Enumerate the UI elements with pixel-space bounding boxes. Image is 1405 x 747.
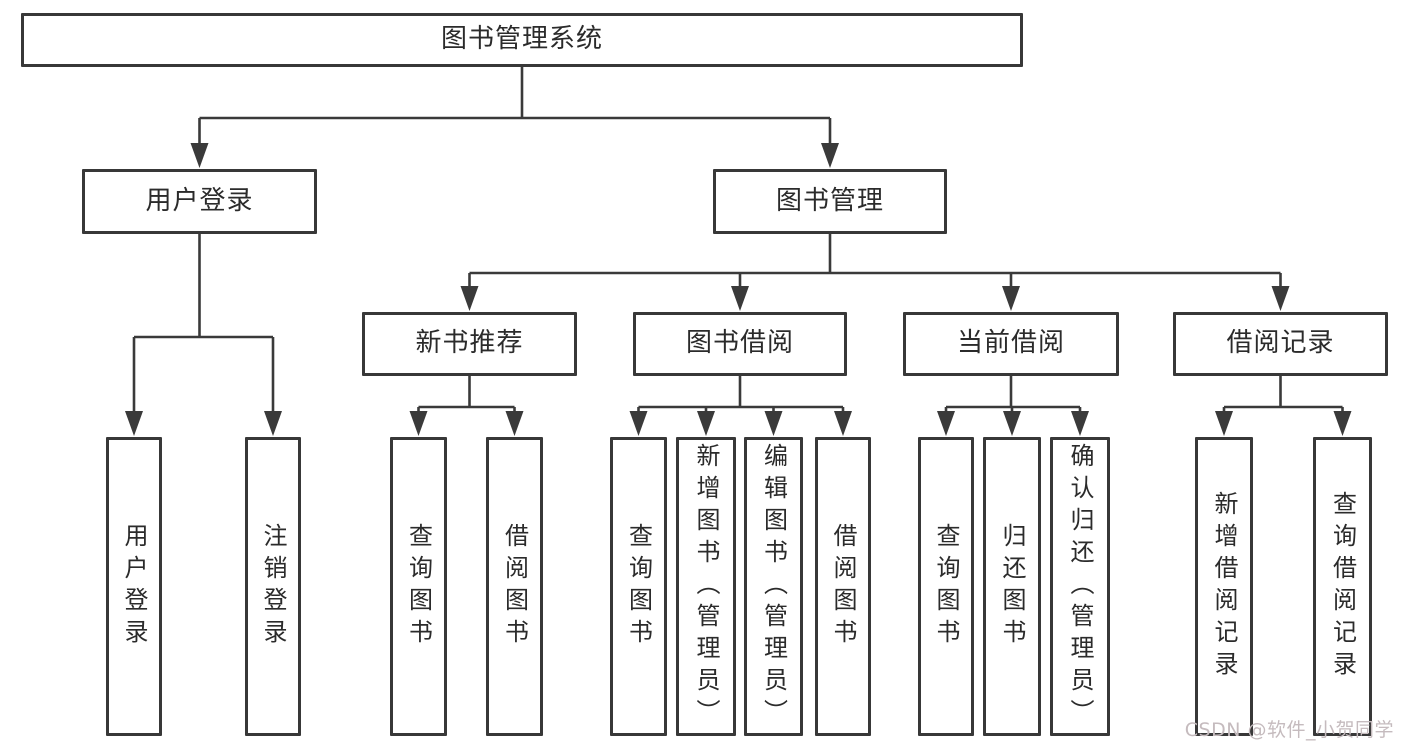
arrow-down-icon [264,337,282,436]
node-label-leaf-bb-query-books: 查询图书 [624,522,653,651]
node-label-leaf-nbr-query-books: 查询图书 [404,522,433,651]
node-leaf-br-add-record: 新增借阅记录 [1195,437,1253,736]
node-leaf-cb-confirm-return: 确认归还（管理员） [1050,437,1110,736]
arrow-down-icon [731,273,749,311]
node-label-borrowing-records: 借阅记录 [1226,328,1335,359]
node-root: 图书管理系统 [21,13,1023,67]
watermark-text: CSDN @软件_小贺同学 [1184,719,1394,741]
node-leaf-nbr-query-books: 查询图书 [390,437,447,736]
node-label-book-management-module: 图书管理 [775,185,884,216]
node-label-book-borrowing: 图书借阅 [685,328,794,359]
arrow-down-icon [190,118,209,168]
arrow-down-icon [1271,273,1290,311]
arrow-down-icon [409,407,428,436]
arrow-down-icon [1003,407,1021,436]
node-book-borrowing: 图书借阅 [633,312,847,376]
node-borrowing-records: 借阅记录 [1173,312,1388,376]
arrow-down-icon [629,407,648,436]
arrow-down-icon [1002,273,1020,311]
node-leaf-br-query-record: 查询借阅记录 [1313,437,1372,736]
node-label-user-login-module: 用户登录 [145,185,254,216]
node-current-borrowing: 当前借阅 [903,312,1119,376]
node-label-leaf-user-login: 用户登录 [120,522,148,651]
node-label-leaf-cb-confirm-return: 确认归还（管理员） [1066,442,1094,731]
node-label-leaf-bb-add-books: 新增图书（管理员） [692,442,720,731]
node-book-management-module: 图书管理 [713,169,947,234]
arrow-down-icon [937,407,955,436]
node-leaf-bb-query-books: 查询图书 [610,437,667,736]
node-label-current-borrowing: 当前借阅 [956,328,1065,359]
arrow-down-icon [697,407,715,436]
arrow-down-icon [505,407,524,436]
node-leaf-cb-query-books: 查询图书 [918,437,974,736]
arrow-down-icon [834,407,852,436]
node-label-leaf-br-query-record: 查询借阅记录 [1328,490,1357,683]
node-label-leaf-bb-borrow-books: 借阅图书 [829,522,857,651]
arrow-down-icon [821,118,839,168]
arrow-down-icon [764,407,783,436]
node-leaf-bb-borrow-books: 借阅图书 [815,437,871,736]
arrow-down-icon [1333,407,1352,436]
node-label-leaf-nbr-borrow-books: 借阅图书 [500,522,529,651]
node-label-leaf-bb-edit-books: 编辑图书（管理员） [759,442,788,731]
node-leaf-bb-add-books: 新增图书（管理员） [676,437,736,736]
node-label-leaf-logout: 注销登录 [259,522,287,651]
arrow-down-icon [1215,407,1233,436]
node-label-new-book-recommendation: 新书推荐 [415,328,524,359]
node-leaf-logout: 注销登录 [245,437,301,736]
node-label-root: 图书管理系统 [440,24,603,55]
arrow-down-icon [1071,407,1089,436]
node-label-leaf-cb-return-books: 归还图书 [998,522,1026,651]
node-user-login-module: 用户登录 [82,169,317,234]
node-leaf-cb-return-books: 归还图书 [983,437,1041,736]
arrow-down-icon [125,337,143,436]
node-label-leaf-cb-query-books: 查询图书 [932,522,960,651]
node-label-leaf-br-add-record: 新增借阅记录 [1210,490,1238,683]
node-leaf-bb-edit-books: 编辑图书（管理员） [744,437,803,736]
node-leaf-nbr-borrow-books: 借阅图书 [486,437,543,736]
arrow-down-icon [460,273,479,311]
node-leaf-user-login: 用户登录 [106,437,162,736]
node-new-book-recommendation: 新书推荐 [362,312,577,376]
